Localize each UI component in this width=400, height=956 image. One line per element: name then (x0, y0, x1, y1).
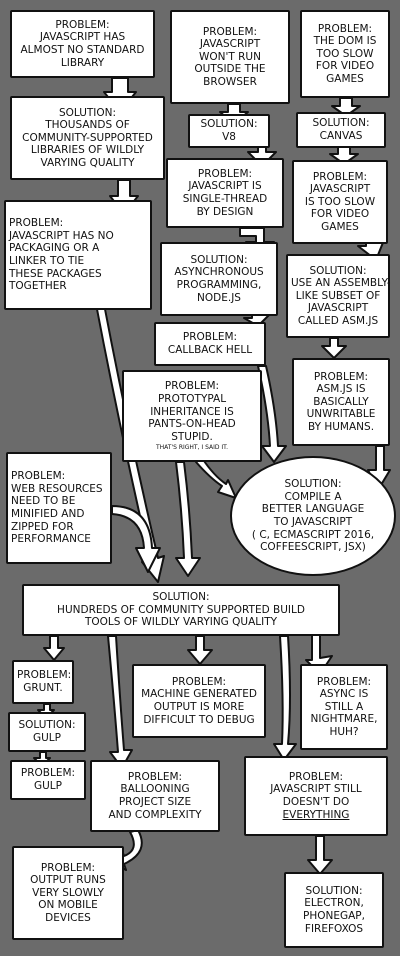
arrow-s7-p11 (43, 635, 65, 661)
solution-canvas: SOLUTION:CANVAS (296, 112, 386, 148)
arrow-p8-s7 (175, 461, 201, 577)
solution-v8: SOLUTION:V8 (188, 114, 270, 148)
problem-gulp: PROBLEM:GULP (10, 760, 86, 800)
arrow-s7-p12 (187, 635, 213, 665)
arrow-p8-s6 (195, 457, 237, 499)
arrow-s7-p16 (273, 635, 297, 761)
arrow-p10-s7 (111, 505, 161, 573)
problem-callback-hell: PROBLEM:CALLBACK HELL (154, 322, 266, 366)
arrow-p16-s9 (307, 835, 333, 875)
solution-gulp: SOLUTION:GULP (8, 712, 86, 752)
arrow-s7-p15 (107, 635, 133, 769)
problem-grunt: PROBLEM:GRUNT. (12, 660, 74, 704)
arrow-s5-p9 (321, 337, 347, 359)
arrow-p7-s6 (257, 365, 287, 463)
aside-note: THAT'S RIGHT, I SAID IT. (155, 444, 229, 452)
solution-electron-phonegap: SOLUTION:ELECTRON,PHONEGAP,FIREFOXOS (284, 872, 384, 948)
arrow-p3-s3 (331, 97, 361, 117)
solution-build-tools: SOLUTION:HUNDREDS OF COMMUNITY SUPPORTED… (22, 584, 340, 636)
